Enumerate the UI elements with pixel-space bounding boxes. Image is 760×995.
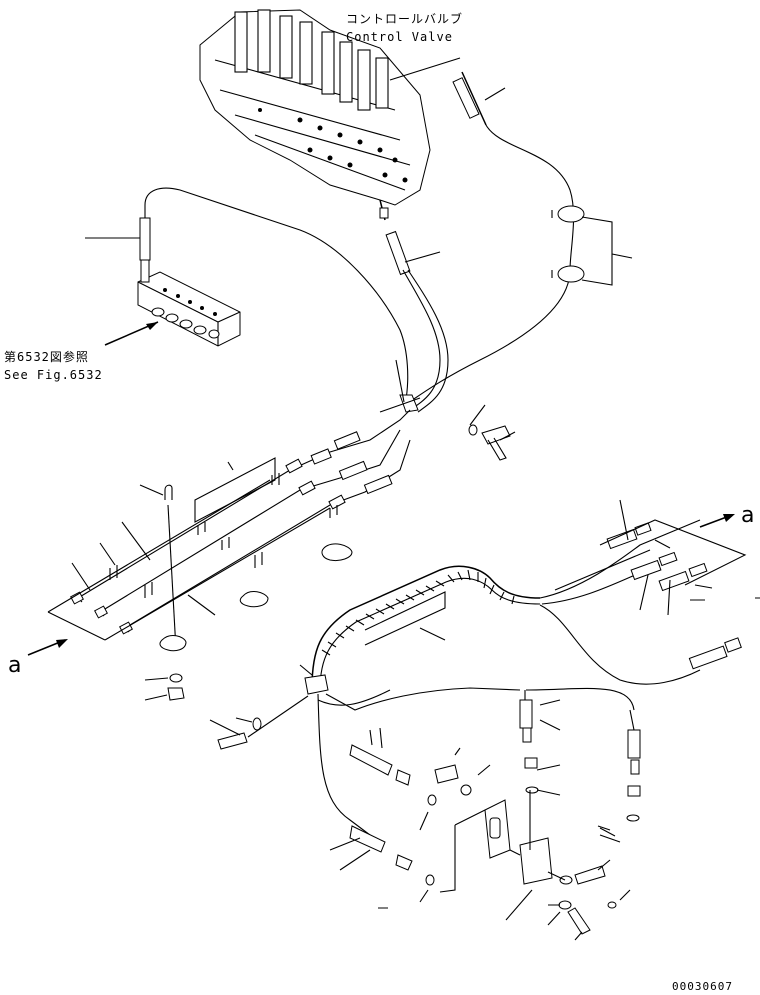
- hose-top-right: [404, 71, 575, 406]
- drawing-number: 00030607: [672, 980, 733, 993]
- clamps-right: [551, 205, 633, 286]
- hidden-lines: [378, 597, 760, 909]
- manifold-block: [104, 259, 241, 347]
- control-valve-drawing: [199, 9, 461, 221]
- hose-valve-down: [385, 230, 449, 413]
- control-valve-label-en: Control Valve: [346, 30, 453, 44]
- arrow-a-right: [699, 514, 735, 528]
- lower-assembly: [209, 565, 641, 941]
- fig-ref-label-jp: 第6532図参照: [4, 350, 89, 364]
- tube-set-upper: [47, 409, 411, 701]
- fig-ref-label-en: See Fig.6532: [4, 368, 103, 382]
- hose-left-top: [85, 187, 409, 406]
- arrow-a-right-label: a: [741, 503, 755, 528]
- arrow-a-left: [27, 639, 68, 656]
- control-valve-label-jp: コントロールバルブ: [346, 12, 464, 26]
- arrow-a-left-label: a: [8, 653, 22, 678]
- right-fittings: [539, 499, 747, 685]
- bracket-junction: [379, 359, 516, 461]
